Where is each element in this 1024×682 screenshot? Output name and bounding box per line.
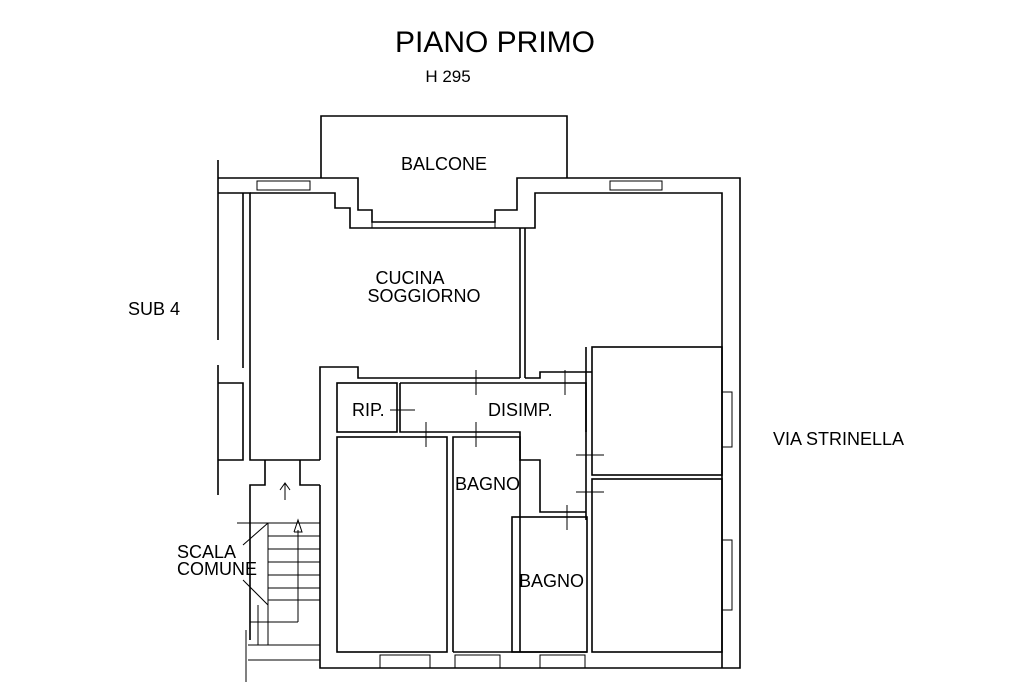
plan-title: PIANO PRIMO bbox=[395, 26, 595, 59]
label-rip: RIP. bbox=[352, 400, 385, 420]
walls bbox=[217, 115, 741, 682]
label-bagno-1: BAGNO bbox=[455, 474, 520, 494]
label-soggiorno: SOGGIORNO bbox=[367, 286, 480, 306]
label-balcone: BALCONE bbox=[401, 154, 487, 174]
label-comune: COMUNE bbox=[177, 559, 257, 579]
label-via: VIA STRINELLA bbox=[773, 429, 904, 449]
label-disimp: DISIMP. bbox=[488, 400, 553, 420]
label-cucina: CUCINA bbox=[375, 268, 444, 288]
label-sub4: SUB 4 bbox=[128, 299, 180, 319]
height-label: H 295 bbox=[425, 67, 470, 86]
stair bbox=[237, 518, 320, 682]
label-bagno-2: BAGNO bbox=[519, 571, 584, 591]
label-scala: SCALA bbox=[177, 542, 236, 562]
